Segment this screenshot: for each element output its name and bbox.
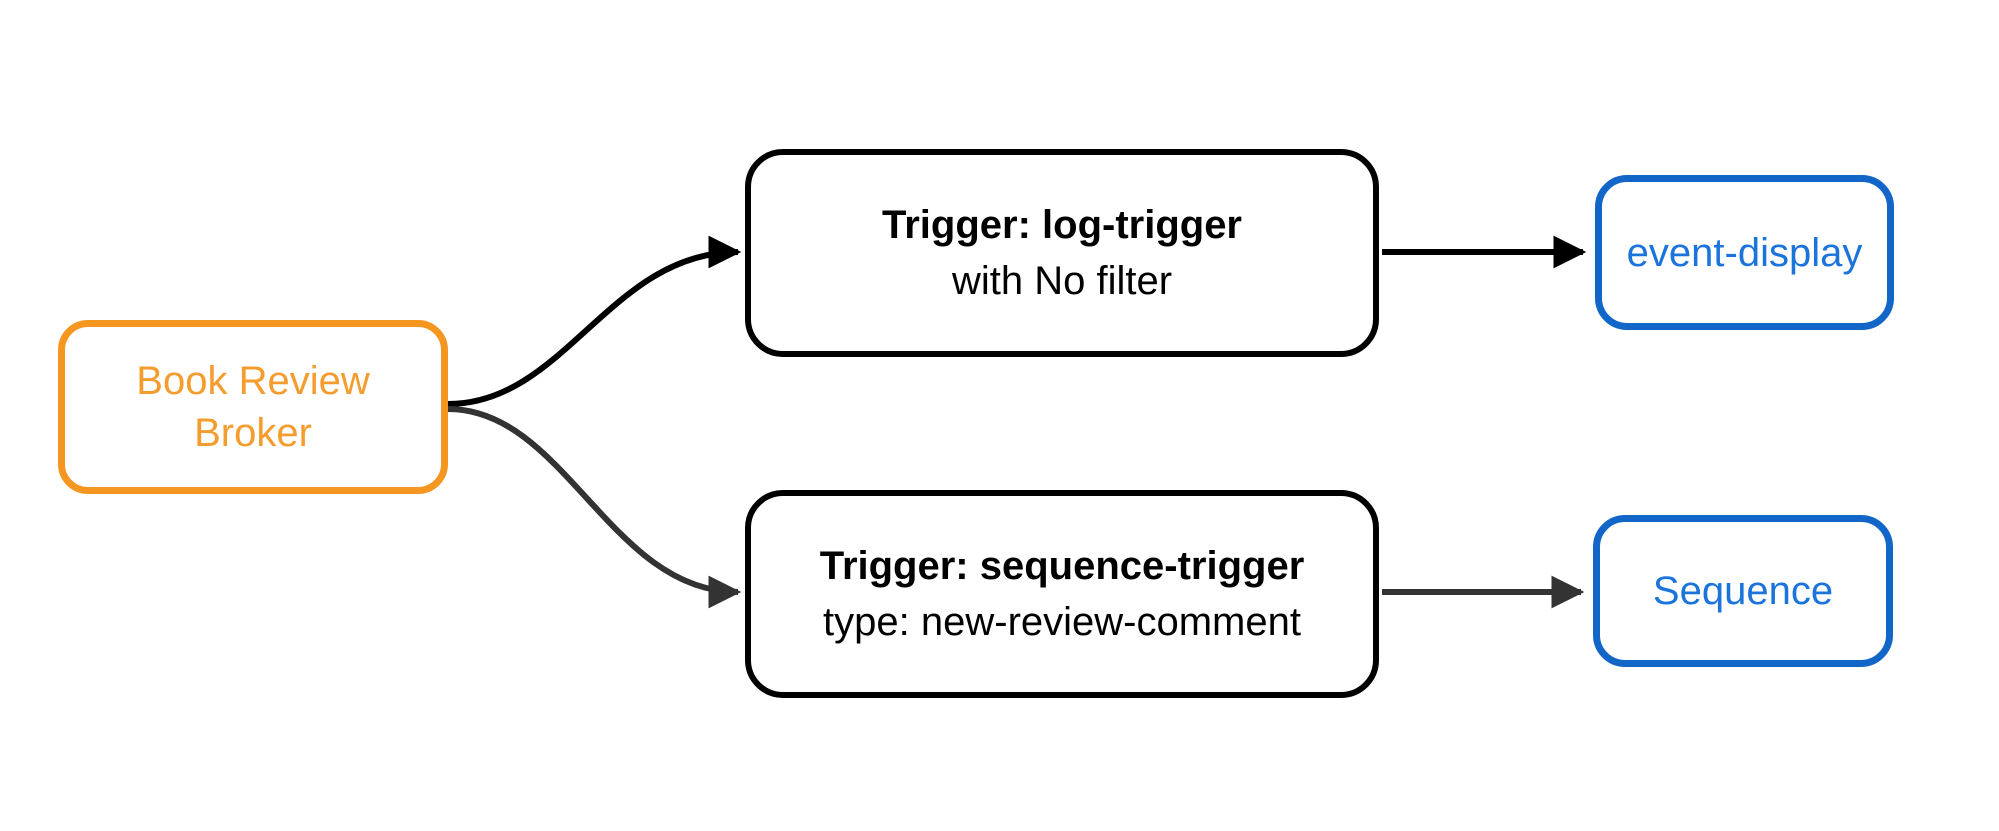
sequence-trigger-title: Trigger: sequence-trigger [819, 544, 1305, 588]
node-event-display: event-display [1595, 175, 1894, 330]
sequence-trigger-subtitle: type: new-review-comment [823, 600, 1301, 644]
event-display-label: event-display [1626, 230, 1863, 275]
sequence-label: Sequence [1652, 569, 1834, 613]
log-trigger-subtitle: with No filter [951, 259, 1173, 303]
node-sequence: Sequence [1593, 515, 1893, 667]
node-sequence-trigger: Trigger: sequence-trigger type: new-revi… [745, 490, 1379, 698]
edge-broker-to-sequence-trigger [447, 406, 742, 609]
node-log-trigger: Trigger: log-trigger with No filter [745, 149, 1379, 357]
broker-label: Book Review Broker [136, 359, 370, 455]
node-broker: Book Review Broker [58, 320, 448, 494]
edge-broker-to-log-trigger [447, 235, 742, 407]
log-trigger-title: Trigger: log-trigger [882, 203, 1242, 247]
